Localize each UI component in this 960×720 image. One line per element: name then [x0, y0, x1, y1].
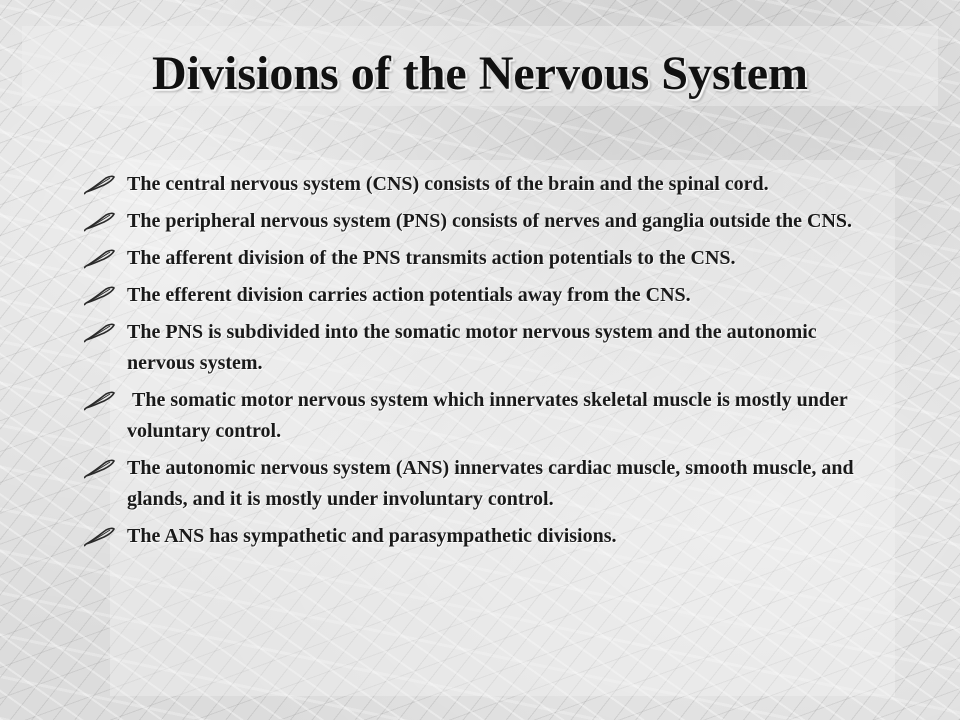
feather-quill-icon	[84, 212, 116, 232]
bullet-text: The afferent division of the PNS transmi…	[127, 247, 736, 269]
feather-quill-icon	[84, 527, 116, 547]
bullet-item: The ANS has sympathetic and parasympathe…	[84, 521, 874, 552]
bullet-item: The PNS is subdivided into the somatic m…	[84, 317, 874, 379]
feather-quill-icon	[84, 286, 116, 306]
title-band	[22, 26, 938, 106]
bullet-list: The central nervous system (CNS) consist…	[84, 169, 874, 558]
bullet-item: The central nervous system (CNS) consist…	[84, 169, 874, 200]
bullet-text: The autonomic nervous system (ANS) inner…	[127, 457, 854, 510]
slide-title: Divisions of the Nervous System	[152, 47, 808, 100]
bullet-text: The somatic motor nervous system which i…	[127, 389, 853, 442]
bullet-text: The central nervous system (CNS) consist…	[127, 173, 769, 195]
bullet-item: The autonomic nervous system (ANS) inner…	[84, 453, 874, 515]
body-band	[110, 160, 895, 696]
bullet-text: The efferent division carries action pot…	[127, 284, 691, 306]
bullet-text: The PNS is subdivided into the somatic m…	[127, 321, 817, 374]
bullet-item: The peripheral nervous system (PNS) cons…	[84, 206, 874, 237]
feather-quill-icon	[84, 175, 116, 195]
bullet-item: The efferent division carries action pot…	[84, 280, 874, 311]
bullet-item: The somatic motor nervous system which i…	[84, 385, 874, 447]
feather-quill-icon	[84, 323, 116, 343]
feather-quill-icon	[84, 459, 116, 479]
bullet-text: The peripheral nervous system (PNS) cons…	[127, 210, 853, 232]
feather-quill-icon	[84, 249, 116, 269]
bullet-item: The afferent division of the PNS transmi…	[84, 243, 874, 274]
feather-quill-icon	[84, 391, 116, 411]
bullet-text: The ANS has sympathetic and parasympathe…	[127, 525, 617, 547]
